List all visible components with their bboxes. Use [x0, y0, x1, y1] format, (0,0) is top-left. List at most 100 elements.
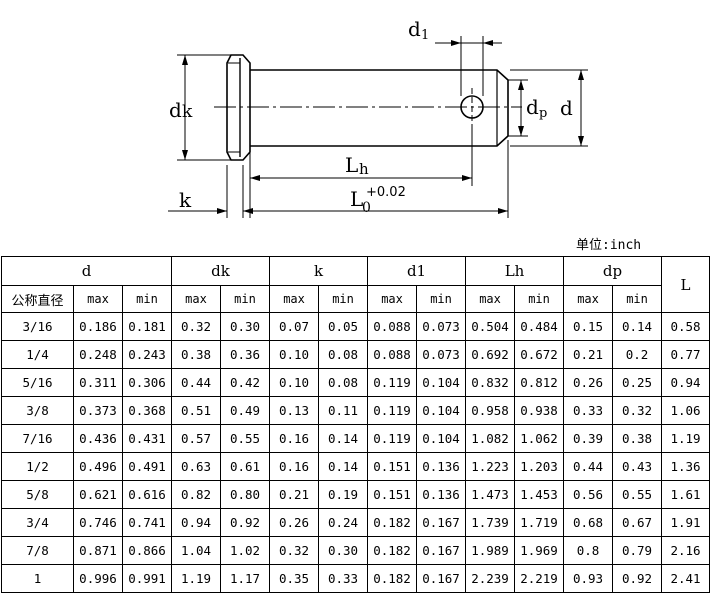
table-cell: 0.104	[416, 368, 467, 397]
table-cell: 0.10	[269, 368, 320, 397]
table-cell: 0.21	[269, 480, 320, 509]
table-cell: 0.151	[367, 480, 418, 509]
table-cell: 0.68	[563, 508, 614, 537]
table-cell: 0.746	[73, 508, 123, 537]
table-cell: 0.63	[171, 452, 222, 481]
table-cell: 0.182	[367, 536, 418, 565]
header-k: k	[269, 256, 369, 286]
table-cell: 0.16	[269, 424, 320, 453]
table-cell: 0.32	[612, 396, 663, 425]
table-cell: 2.219	[514, 564, 565, 593]
nominal-size-cell: 5/8	[1, 480, 74, 509]
table-cell: 0.167	[416, 508, 467, 537]
clevis-pin-drawing: d 1 d k d p d L h k L 0 +0.02	[168, 17, 588, 218]
table-cell: 0.67	[612, 508, 663, 537]
header-row-minmax: 公称直径 max min max min max min max min max…	[1, 285, 710, 313]
header-min: min	[416, 285, 467, 313]
table-cell: 1.06	[661, 396, 710, 425]
table-cell: 0.80	[220, 480, 271, 509]
header-max: max	[73, 285, 123, 313]
table-cell: 1.36	[661, 452, 710, 481]
label-l0-tolerance: +0.02	[366, 185, 406, 200]
header-nominal-diameter: 公称直径	[1, 285, 74, 313]
table-cell: 0.832	[465, 368, 516, 397]
table-cell: 0.073	[416, 312, 467, 341]
table-cell: 0.38	[612, 424, 663, 453]
table-cell: 0.94	[171, 508, 222, 537]
table-cell: 0.14	[318, 424, 369, 453]
header-min: min	[514, 285, 565, 313]
table-cell: 0.088	[367, 340, 418, 369]
label-dp-sub: p	[539, 106, 547, 121]
table-cell: 0.94	[661, 368, 710, 397]
header-max: max	[563, 285, 614, 313]
table-cell: 0.484	[514, 312, 565, 341]
table-cell: 0.93	[563, 564, 614, 593]
header-min: min	[318, 285, 369, 313]
table-cell: 0.77	[661, 340, 710, 369]
table-cell: 0.61	[220, 452, 271, 481]
header-dk: dk	[171, 256, 271, 286]
header-row-groups: d dk k d1 Lh dp L	[0, 256, 710, 313]
table-cell: 1.453	[514, 480, 565, 509]
table-cell: 1.61	[661, 480, 710, 509]
label-l0-sub: 0	[362, 200, 371, 216]
table-cell: 0.2	[612, 340, 663, 369]
table-cell: 0.32	[171, 312, 222, 341]
pin-head-outline	[226, 54, 251, 161]
table-cell: 0.496	[73, 452, 123, 481]
table-cell: 0.368	[121, 396, 173, 425]
table-cell: 0.38	[171, 340, 222, 369]
header-lh: Lh	[465, 256, 565, 286]
table-cell: 0.692	[465, 340, 516, 369]
table-cell: 0.167	[416, 536, 467, 565]
table-cell: 1.719	[514, 508, 565, 537]
table-cell: 1.473	[465, 480, 516, 509]
table-cell: 0.871	[73, 536, 123, 565]
nominal-size-cell: 5/16	[1, 368, 74, 397]
table-cell: 2.41	[661, 564, 710, 593]
table-cell: 0.92	[612, 564, 663, 593]
table-cell: 1.203	[514, 452, 565, 481]
table-cell: 0.55	[612, 480, 663, 509]
table-cell: 0.866	[121, 536, 173, 565]
table-cell: 0.306	[121, 368, 173, 397]
table-cell: 0.42	[220, 368, 271, 397]
table-cell: 1.91	[661, 508, 710, 537]
table-cell: 0.58	[661, 312, 710, 341]
table-cell: 0.49	[220, 396, 271, 425]
table-cell: 0.36	[220, 340, 271, 369]
table-cell: 0.30	[220, 312, 271, 341]
table-cell: 1.223	[465, 452, 516, 481]
table-cell: 0.43	[612, 452, 663, 481]
header-max: max	[465, 285, 516, 313]
table-cell: 0.56	[563, 480, 614, 509]
table-cell: 1.19	[661, 424, 710, 453]
unit-label: 单位:inch	[576, 238, 642, 253]
table-cell: 0.24	[318, 508, 369, 537]
table-cell: 0.14	[612, 312, 663, 341]
label-k: k	[179, 188, 192, 212]
table-cell: 0.35	[269, 564, 320, 593]
table-cell: 0.10	[269, 340, 320, 369]
table-cell: 0.088	[367, 312, 418, 341]
table-cell: 0.741	[121, 508, 173, 537]
table-cell: 0.119	[367, 424, 418, 453]
table-cell: 0.181	[121, 312, 173, 341]
table-cell: 0.11	[318, 396, 369, 425]
table-cell: 0.13	[269, 396, 320, 425]
table-cell: 0.373	[73, 396, 123, 425]
table-cell: 0.136	[416, 480, 467, 509]
nominal-size-cell: 3/16	[1, 312, 74, 341]
table-cell: 0.26	[563, 368, 614, 397]
table-cell: 0.44	[171, 368, 222, 397]
table-cell: 0.938	[514, 396, 565, 425]
header-d1: d1	[367, 256, 467, 286]
table-cell: 0.33	[318, 564, 369, 593]
table-cell: 0.119	[367, 396, 418, 425]
